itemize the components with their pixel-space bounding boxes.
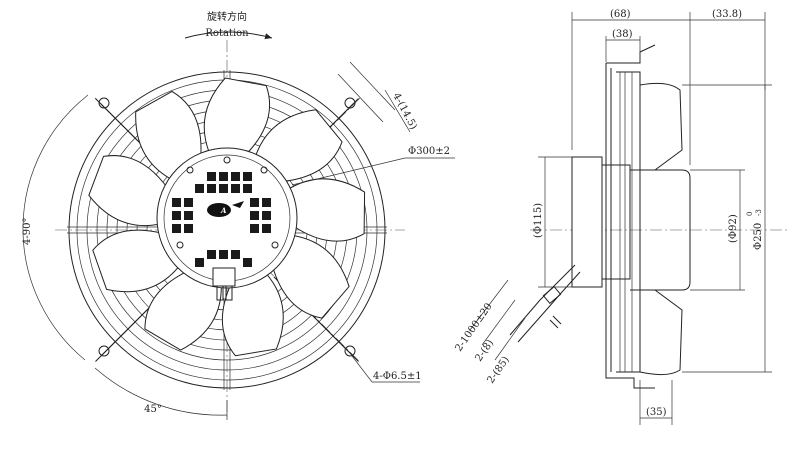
hub-vent (231, 172, 240, 181)
fan-blade (92, 229, 181, 293)
slot-leader-1 (349, 61, 396, 111)
mounting-hole-top-right (344, 97, 356, 109)
mounting-hole-top-left (98, 97, 110, 109)
hub-vent (172, 198, 181, 207)
cable-ends (549, 315, 562, 329)
angle-45-arc (94, 367, 228, 416)
cable-85-label: 2-(85) (485, 355, 511, 386)
angle-90-label: 4-90° (22, 218, 33, 245)
hub-vent (219, 250, 228, 259)
hub-screw (260, 166, 268, 174)
outer-dia-leader (291, 157, 406, 186)
hub-vent (184, 198, 193, 207)
cable-side-2 (517, 271, 581, 343)
hub-screw (186, 166, 194, 174)
hub-vent (231, 184, 240, 193)
hole-dim-label: 4-Φ6.5±1 (373, 371, 422, 382)
blade-side-top (639, 82, 683, 171)
svg-text:A: A (220, 206, 227, 215)
hub-vent (243, 184, 252, 193)
guard-flange-top (606, 44, 656, 64)
hub-vent (243, 258, 252, 267)
hub-vent (231, 250, 240, 259)
brand-logo: A (207, 201, 244, 217)
rotation-label-en: Rotation (205, 28, 249, 39)
cable-1 (216, 285, 224, 301)
guard-frame-left (605, 63, 655, 389)
mounting-hole-bottom-left (98, 345, 110, 357)
hub-vent (219, 172, 228, 181)
hub-screw (176, 241, 184, 249)
dim-92-label: (Φ92) (728, 214, 739, 243)
motor-body (571, 156, 603, 288)
motor-body-front (601, 164, 631, 280)
hub-screw (271, 241, 279, 249)
cable-gland (212, 267, 236, 287)
cable-clamp (542, 285, 562, 305)
mounting-holes (98, 97, 356, 357)
hub-vent (207, 250, 216, 259)
hub-vent (243, 172, 252, 181)
dim-33-label: (33.8) (712, 9, 742, 20)
angle-90-arc (22, 94, 89, 361)
mounting-hole-bottom-right (344, 345, 356, 357)
fan-blade (286, 178, 366, 242)
slot-leader-2 (337, 73, 384, 123)
hole-dim-leader (351, 355, 373, 383)
hub-vent (207, 172, 216, 181)
guard-bracket (616, 71, 641, 373)
hub-vent (250, 211, 259, 220)
dim-68-label: (68) (610, 9, 631, 20)
hub-vent (195, 258, 204, 267)
hub-vent (262, 224, 271, 233)
fan-blade (135, 90, 202, 181)
hub-vent (172, 211, 181, 220)
cable-2 (225, 285, 233, 301)
dim-38-label: (38) (612, 29, 633, 40)
dim-250-tol-upper: 0 (746, 212, 754, 216)
dim-35-label: (35) (646, 407, 667, 418)
cable-8-label: 2-(8) (473, 338, 496, 364)
hub-vent-pattern (172, 156, 279, 267)
side-view: (68) (33.8) (38) (Φ115) (Φ92) Φ250 0 -3 … (453, 9, 790, 425)
fan-blades (88, 77, 366, 357)
fan-blade (144, 270, 222, 351)
cable-side-1 (509, 264, 576, 336)
outer-dia-label: Φ300±2 (408, 146, 450, 157)
outer-guard-ring (68, 71, 386, 389)
hub-vent (207, 184, 216, 193)
hub-vent (262, 198, 271, 207)
slot-dim-label: 4-(14.5) (390, 91, 418, 131)
guard-wires (619, 72, 633, 372)
dim-250-tol-lower: -3 (755, 209, 763, 216)
hub-screw (223, 156, 231, 164)
angle-45-label: 45° (144, 404, 162, 415)
blade-side-bottom (639, 289, 683, 376)
slot-dim-line (384, 89, 411, 133)
front-view: A 旋转方向 Rotation 4-90° 45° 4-(14.5) Φ300±… (22, 10, 455, 420)
hub-vent (250, 224, 259, 233)
hub-vent (262, 211, 271, 220)
cable-dim-line-3 (494, 317, 526, 361)
fan-blade (203, 77, 270, 156)
rotor (630, 169, 691, 291)
hub-vent (184, 211, 193, 220)
dim-250-label: Φ250 (753, 223, 764, 250)
fan-blade (254, 109, 343, 183)
motor-hub (156, 147, 298, 289)
dim-115-label: (Φ115) (533, 203, 544, 238)
cable-dim-line-1 (469, 279, 509, 331)
fan-blade (271, 234, 350, 319)
hub-vent (219, 184, 228, 193)
curved-arrow-icon (184, 31, 273, 40)
fan-blade (88, 155, 169, 227)
rotation-label-cn: 旋转方向 (207, 10, 247, 23)
hub-vent (250, 198, 259, 207)
hub-vent (172, 224, 181, 233)
hub-vent (184, 224, 193, 233)
hub-vent (195, 184, 204, 193)
fan-blade (221, 271, 284, 357)
cable-dim-line-2 (481, 299, 516, 346)
